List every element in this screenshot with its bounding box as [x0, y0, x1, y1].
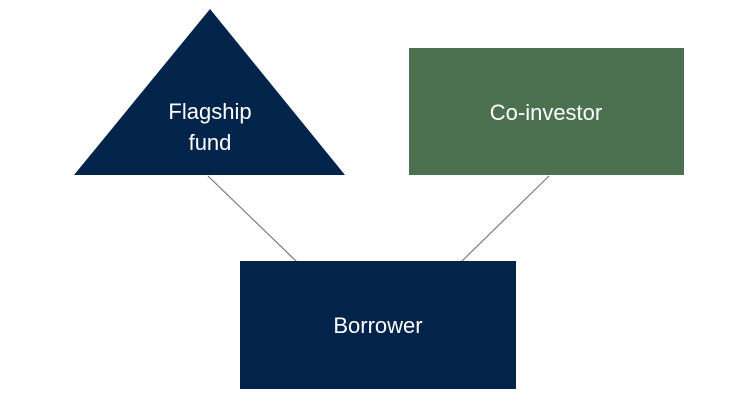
flagship-fund-node: Flagship fund	[74, 9, 345, 175]
flagship-fund-triangle	[74, 9, 345, 175]
borrower-node: Borrower	[240, 261, 516, 389]
flagship-fund-label-line2: fund	[189, 130, 232, 155]
connector-flagship-to-borrower	[207, 175, 298, 263]
co-investor-label: Co-investor	[490, 100, 602, 125]
flagship-fund-label-line1: Flagship	[168, 99, 251, 124]
co-investor-box	[409, 48, 684, 175]
co-investor-node: Co-investor	[409, 48, 684, 175]
borrower-box	[240, 261, 516, 389]
connector-coinvestor-to-borrower	[460, 175, 550, 263]
borrower-label: Borrower	[333, 313, 422, 338]
